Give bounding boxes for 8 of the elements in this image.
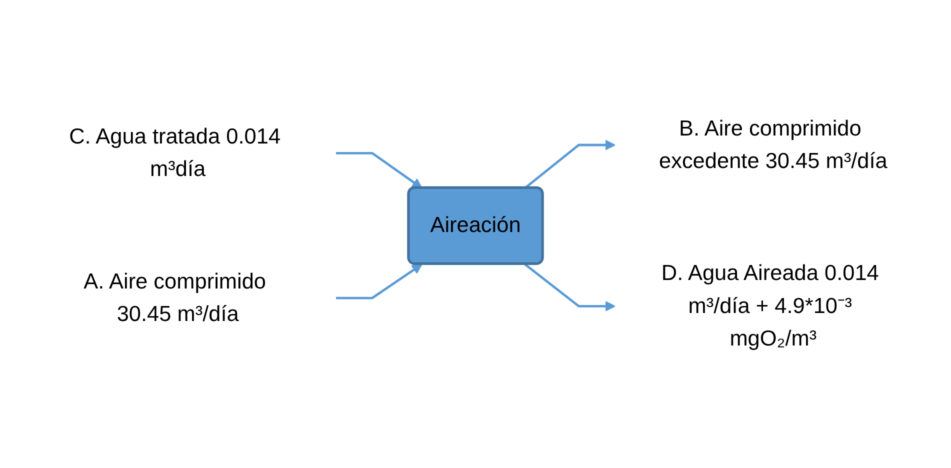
node-text: C. Agua tratada 0.014 m³día bbox=[69, 124, 281, 182]
arrow bbox=[524, 264, 616, 312]
arrow bbox=[336, 152, 422, 189]
process-diagram: B. Aire comprimido excedente 30.45 m³/día C. Agua tratada 0.014 m³día Aireación D. Agua Aireada 0.014 m³/día + 4.9*10⁻³ mgO₂/m³ A. Aire comprimido 30.45 m³/día bbox=[10, 81, 941, 387]
node-text: A. Aire comprimido 30.45 m³/día bbox=[84, 269, 266, 326]
node-text: D. Agua Aireada 0.014 m³/día + 4.9*10⁻³ mgO₂/m³ bbox=[661, 261, 879, 351]
node-text: B. Aire comprimido excedente 30.45 m³/día bbox=[658, 116, 888, 174]
arrow bbox=[336, 264, 422, 300]
